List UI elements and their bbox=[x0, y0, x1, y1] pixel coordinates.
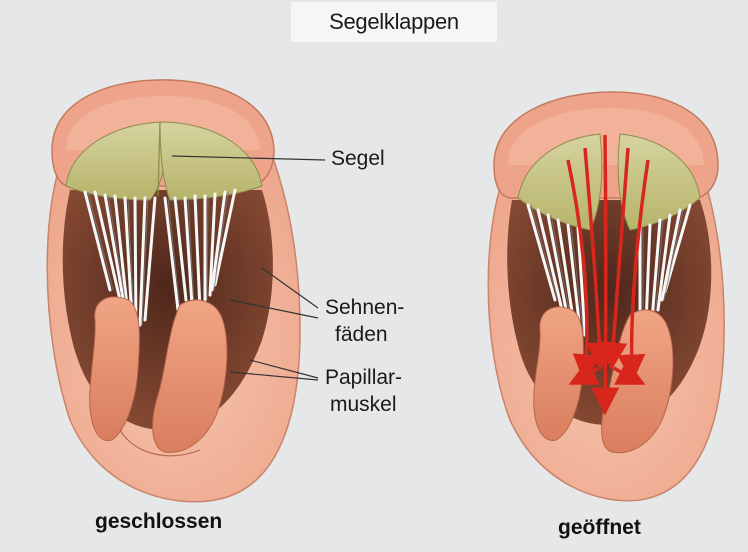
caption-open: geöffnet bbox=[558, 516, 641, 539]
open-chordae bbox=[526, 203, 692, 337]
closed-papillary-muscle-left bbox=[89, 296, 140, 442]
closed-valve bbox=[46, 79, 301, 503]
label-leader-lines bbox=[171, 155, 326, 381]
label-segel: Segel bbox=[331, 147, 385, 170]
closed-papillary-muscle-right bbox=[152, 299, 228, 453]
label-sehnen-line2: fäden bbox=[335, 323, 388, 346]
label-papillar-line2: muskel bbox=[330, 393, 397, 416]
closed-leaflet-right bbox=[159, 121, 263, 201]
label-sehnen-line1: Sehnen- bbox=[325, 296, 405, 319]
caption-closed: geschlossen bbox=[95, 510, 223, 533]
label-papillar-line1: Papillar- bbox=[325, 366, 403, 389]
closed-chordae bbox=[83, 188, 237, 332]
diagram-title: Segelklappen bbox=[291, 2, 497, 42]
open-papillary-muscle-left bbox=[533, 306, 584, 441]
open-valve bbox=[487, 91, 725, 502]
blood-flow-arrows bbox=[566, 134, 650, 416]
